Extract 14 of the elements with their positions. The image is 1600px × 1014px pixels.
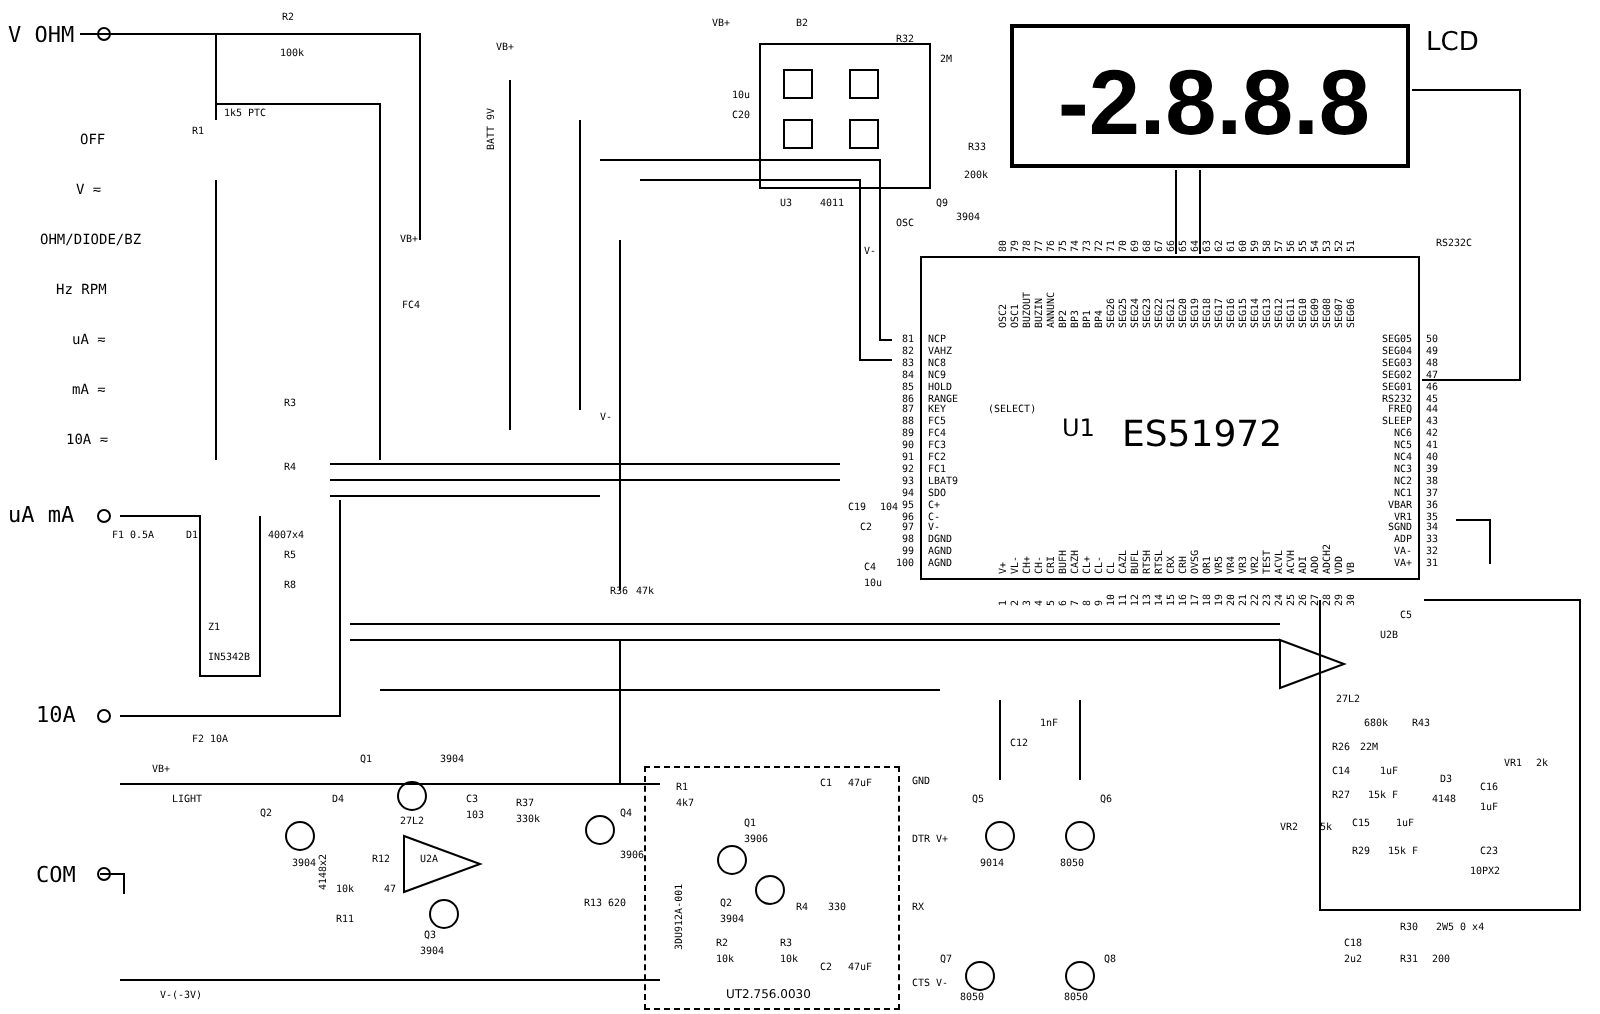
ic-package: [920, 256, 1420, 580]
component-label: uA mA: [8, 504, 75, 526]
display-digits: -2.8.8.8: [1058, 48, 1370, 156]
component-label: COM: [36, 864, 76, 886]
wire: [1411, 89, 1521, 381]
display-label: LCD: [1426, 28, 1479, 58]
wire: [1199, 169, 1201, 255]
module-outline: [644, 766, 900, 1010]
part-number: ES51972: [1122, 414, 1283, 456]
component-designator: U1: [1062, 414, 1095, 442]
wire: [1175, 169, 1177, 255]
lcd-display: [1010, 24, 1410, 168]
component-label: 10A: [36, 704, 76, 726]
component-label: V OHM: [8, 24, 75, 46]
